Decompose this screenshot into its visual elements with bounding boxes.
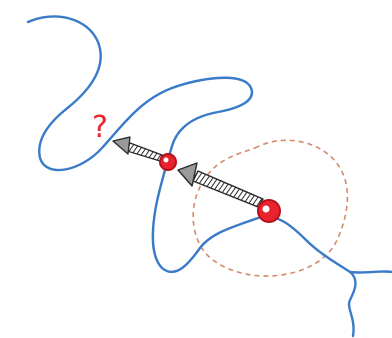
small-arrow [113,137,162,161]
question-mark: ? [92,110,108,145]
path-branch [350,271,392,272]
large-arrow-head [178,163,197,186]
current-point [258,200,280,222]
intermediate-point [160,154,176,170]
small-arrow-shaft [127,143,162,161]
small-arrow-head [113,137,130,154]
large-arrow-shaft [193,171,263,207]
large-arrow [178,163,263,207]
